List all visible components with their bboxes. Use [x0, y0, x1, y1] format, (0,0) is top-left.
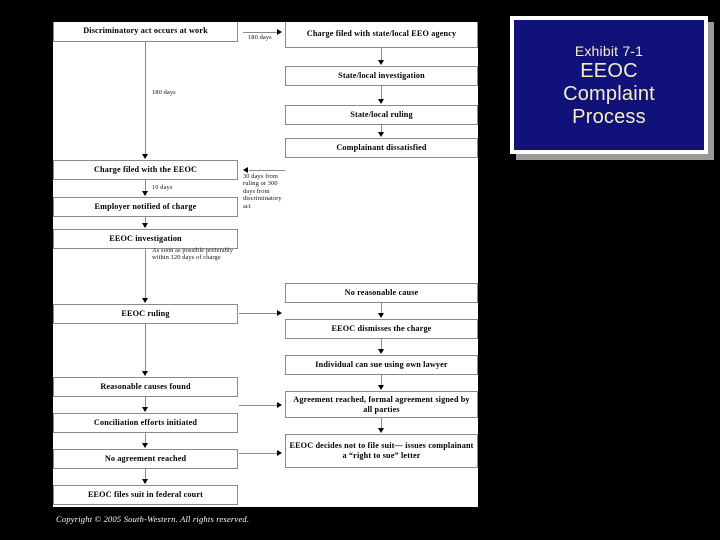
title-line-3: Process [572, 105, 646, 128]
title-plaque: Exhibit 7-1 EEOC Complaint Process [510, 16, 708, 154]
flow-box-state-investigation: State/local investigation [285, 66, 478, 86]
arrowhead-down-icon [377, 428, 384, 433]
arrowhead-down-icon [141, 154, 148, 159]
arrowhead-down-icon [141, 443, 148, 448]
flow-box-eeoc-files-suit: EEOC files suit in federal court [53, 485, 238, 505]
title-line-2: Complaint [563, 82, 655, 105]
annotation-30-300-days: 30 days from ruling or 300 days from dis… [243, 173, 282, 210]
arrowhead-down-icon [141, 191, 148, 196]
arrowhead-down-icon [377, 313, 384, 318]
flow-box-individual-can-sue: Individual can sue using own lawyer [285, 355, 478, 375]
flow-box-eeoc-ruling: EEOC ruling [53, 304, 238, 324]
connector-line [239, 313, 279, 314]
connector-line [381, 125, 382, 132]
connector-line [145, 469, 146, 479]
connector-line [145, 433, 146, 443]
connector-line [239, 405, 279, 406]
title-line-1: EEOC [580, 59, 638, 82]
connector-line [381, 303, 382, 313]
connector-line [381, 418, 382, 428]
connector-line [381, 375, 382, 385]
arrowhead-down-icon [377, 349, 384, 354]
arrowhead-down-icon [141, 371, 148, 376]
connector-line [239, 453, 279, 454]
annotation-180-days-left: 180 days [152, 89, 176, 96]
flow-box-charge-state-agency: Charge filed with state/local EEO agency [285, 22, 478, 48]
arrowhead-down-icon [141, 407, 148, 412]
connector-line [145, 397, 146, 407]
connector-line [145, 180, 146, 191]
copyright-notice: Copyright © 2005 South-Western. All righ… [56, 514, 250, 524]
annotation-10-days: 10 days [152, 184, 173, 191]
flow-box-eeoc-dismisses: EEOC dismisses the charge [285, 319, 478, 339]
annotation-180-days-top: 180 days [248, 34, 272, 41]
flow-box-reasonable-causes: Reasonable causes found [53, 377, 238, 397]
flow-box-agreement-reached: Agreement reached, formal agreement sign… [285, 391, 478, 418]
arrowhead-down-icon [377, 385, 384, 390]
flowchart-canvas: Discriminatory act occurs at work Charge… [53, 22, 478, 507]
flow-box-eeoc-investigation: EEOC investigation [53, 229, 238, 249]
arrowhead-down-icon [377, 99, 384, 104]
flow-box-state-ruling: State/local ruling [285, 105, 478, 125]
arrowhead-right-icon [277, 449, 282, 456]
arrowhead-right-icon [277, 309, 282, 316]
flow-box-no-reasonable-cause: No reasonable cause [285, 283, 478, 303]
connector-line [145, 42, 146, 154]
arrowhead-left-icon [243, 166, 248, 173]
flow-box-no-agreement: No agreement reached [53, 449, 238, 469]
connector-line [381, 86, 382, 99]
connector-line [249, 170, 285, 171]
connector-line [145, 217, 146, 223]
flow-box-right-to-sue: EEOC decides not to file suit— issues co… [285, 434, 478, 468]
flow-box-complainant-dissatisfied: Complainant dissatisfied [285, 138, 478, 158]
annotation-120-days: As soon as possible preferably within 12… [152, 247, 234, 262]
arrowhead-right-icon [277, 28, 282, 35]
connector-line [381, 48, 382, 60]
title-plaque-inner: Exhibit 7-1 EEOC Complaint Process [514, 20, 704, 150]
flow-box-charge-filed-eeoc: Charge filed with the EEOC [53, 160, 238, 180]
exhibit-label: Exhibit 7-1 [574, 42, 644, 59]
connector-line [243, 32, 279, 33]
flow-box-employer-notified: Employer notified of charge [53, 197, 238, 217]
arrowhead-down-icon [141, 479, 148, 484]
arrowhead-right-icon [277, 401, 282, 408]
arrowhead-down-icon [377, 60, 384, 65]
arrowhead-down-icon [377, 132, 384, 137]
arrowhead-down-icon [141, 223, 148, 228]
connector-line [145, 324, 146, 371]
flow-box-conciliation-efforts: Conciliation efforts initiated [53, 413, 238, 433]
connector-line [381, 339, 382, 349]
arrowhead-down-icon [141, 298, 148, 303]
connector-line [145, 249, 146, 298]
flow-box-discriminatory-act: Discriminatory act occurs at work [53, 22, 238, 42]
